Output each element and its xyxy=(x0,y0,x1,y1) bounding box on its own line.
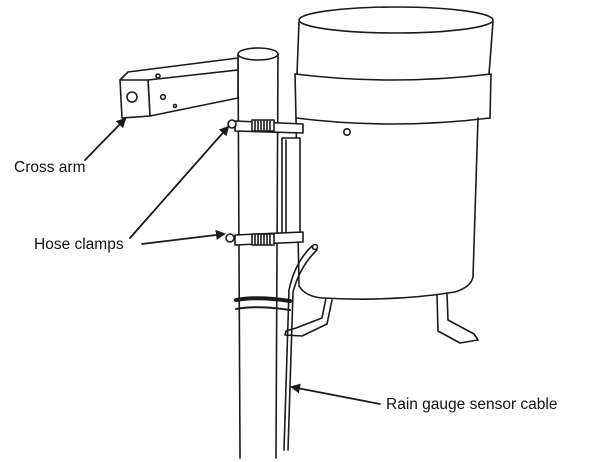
upper-hose-clamp xyxy=(227,119,304,134)
rain-gauge-body xyxy=(294,6,494,300)
label-rain-gauge-sensor-cable: Rain gauge sensor cable xyxy=(386,396,558,413)
gauge-mounting-bracket xyxy=(281,137,301,239)
arrow-cross-arm xyxy=(84,117,127,161)
arrow-sensor-cable xyxy=(290,383,381,405)
cross-arm xyxy=(119,57,239,119)
cable-tie xyxy=(234,296,292,311)
rain-gauge-legs xyxy=(284,293,479,344)
sensor-cable xyxy=(283,243,319,451)
arrow-hose-clamp-upper xyxy=(129,125,230,239)
arrow-hose-clamp-lower xyxy=(141,230,226,245)
lower-hose-clamp xyxy=(225,231,304,246)
label-cross-arm: Cross arm xyxy=(14,159,86,176)
mounting-pole xyxy=(237,47,279,459)
label-hose-clamps: Hose clamps xyxy=(34,236,124,253)
callout-arrows xyxy=(84,117,381,405)
